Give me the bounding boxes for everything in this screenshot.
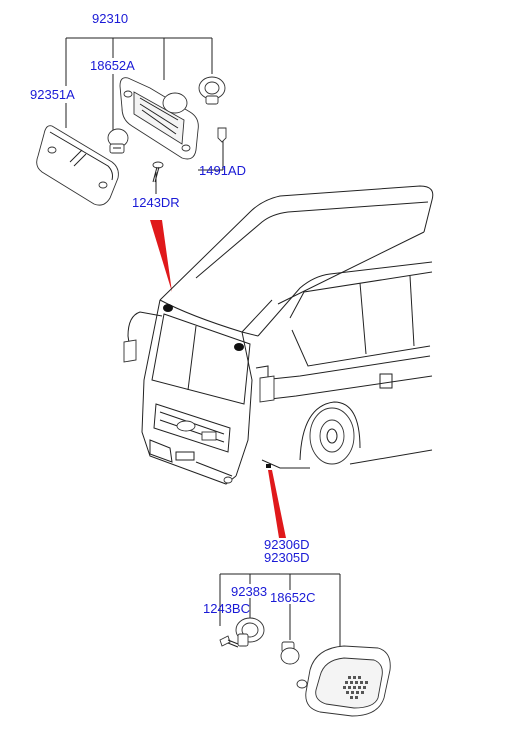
label-side-screw: 1243BC [203, 601, 250, 616]
lower-screw-drawing [219, 635, 239, 648]
upper-pointer-arrow [150, 220, 172, 292]
label-side-bulb: 18652C [270, 590, 316, 605]
label-upper-clip: 1491AD [199, 163, 246, 178]
upper-callout-lines [65, 37, 224, 194]
lamp-lens-pattern [343, 676, 368, 699]
lower-callout-lines [219, 573, 341, 646]
lower-bulb-drawing [280, 641, 300, 665]
upper-lens-drawing [36, 125, 119, 206]
lower-pointer-arrow [268, 470, 286, 538]
label-upper-bulb: 18652A [90, 58, 135, 73]
lower-socket-drawing [235, 617, 265, 647]
label-side-lamp-1: 92306D [264, 537, 310, 552]
upper-screw-drawing [152, 161, 164, 183]
label-upper-lens: 92351A [30, 87, 75, 102]
label-upper-screw: 1243DR [132, 195, 180, 210]
upper-socket-drawing [198, 76, 226, 105]
label-upper-assembly: 92310 [92, 11, 129, 26]
upper-housing-drawing [119, 77, 199, 160]
upper-bulb-drawing [107, 128, 129, 154]
label-side-lamp-2: 92305D [264, 550, 310, 565]
bus-drawing [123, 185, 434, 485]
upper-clip-drawing [217, 127, 227, 143]
label-side-socket: 92383 [231, 584, 268, 599]
lower-lamp-drawing [296, 645, 391, 717]
